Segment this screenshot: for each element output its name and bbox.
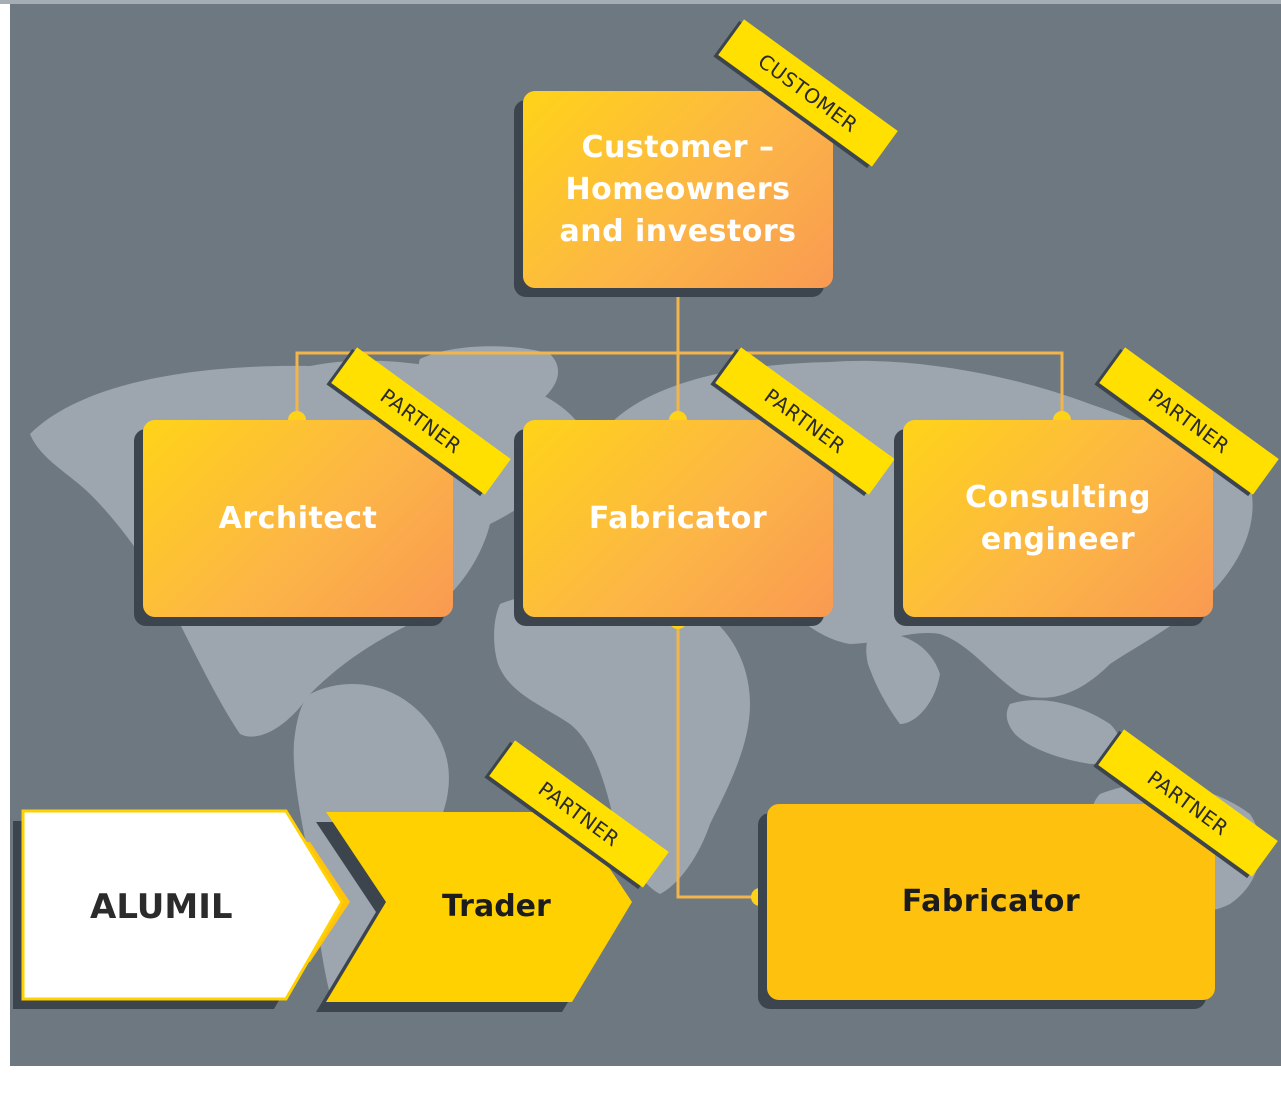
customer-label-line-1: Customer – (581, 129, 775, 165)
fabricator-bottom-label: Fabricator (901, 884, 1081, 919)
greenland-shape (418, 346, 559, 419)
architect-node: Architect (143, 420, 453, 617)
consulting-engineer-node: Consulting engineer (903, 420, 1213, 617)
consulting-label-line-2: engineer (980, 521, 1136, 557)
fabricator-bottom-node: Fabricator (767, 804, 1215, 1000)
customer-label-line-2: Homeowners (565, 171, 791, 207)
top-strip (0, 0, 1281, 4)
trader-chevron (326, 812, 632, 1002)
se-asia-islands-shape (1006, 700, 1121, 764)
customer-node: Customer – Homeowners and investors (523, 91, 833, 288)
fabricator-mid-node: Fabricator (523, 420, 833, 617)
connector-fabricator-to-fabricator (676, 620, 760, 899)
alumil-label: ALUMIL (90, 887, 233, 927)
customer-label-line-3: and investors (559, 213, 797, 249)
fabricator-mid-label: Fabricator (588, 500, 768, 536)
india-shape (866, 633, 940, 724)
trader-label: Trader (442, 889, 551, 924)
connector-dot-fabricator-lower (751, 888, 769, 906)
architect-label: Architect (218, 500, 378, 536)
alumil-chevron (21, 809, 344, 1001)
diagram-canvas: Customer – Homeowners and investors CUST… (10, 4, 1281, 1066)
africa-shape (494, 590, 750, 894)
consulting-label-line-1: Consulting (965, 479, 1151, 515)
